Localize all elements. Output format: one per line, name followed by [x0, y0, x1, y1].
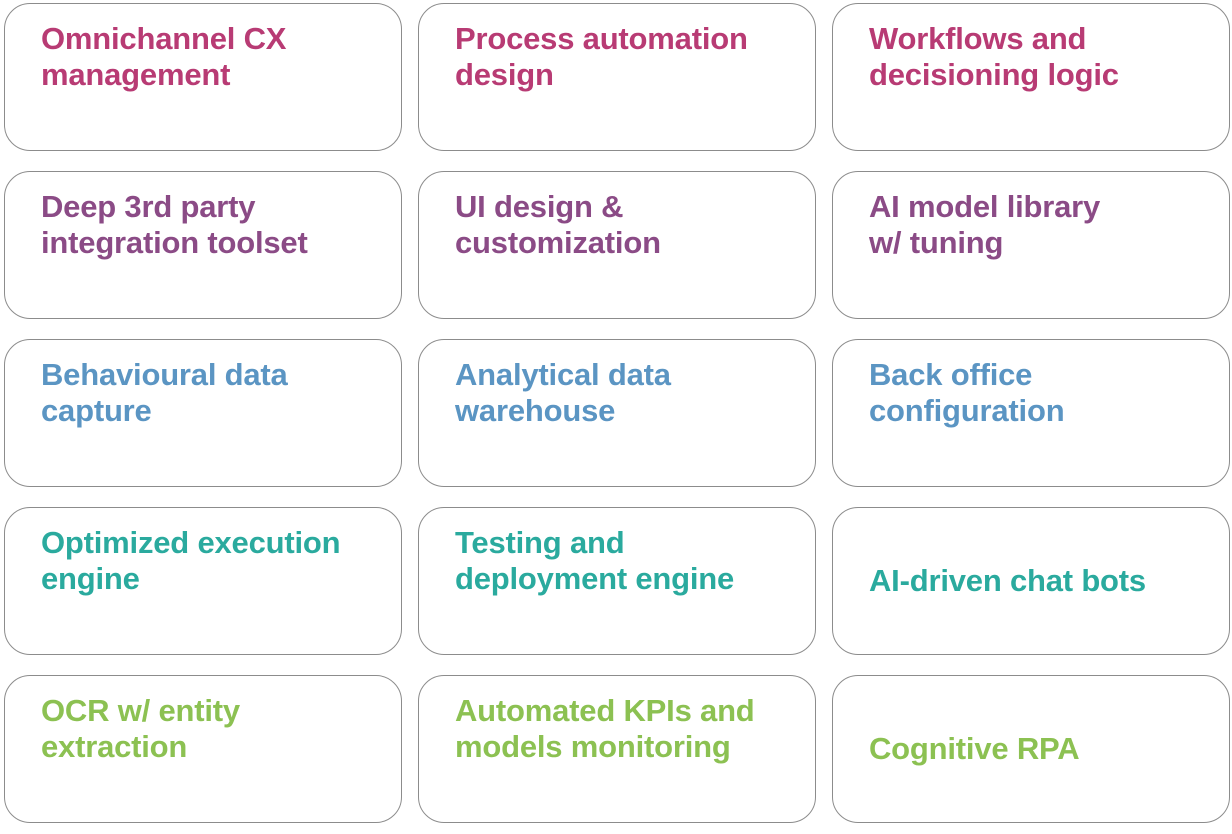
tile-omnichannel-cx-management: Omnichannel CX management	[4, 3, 402, 151]
tile-label: Deep 3rd party integration toolset	[41, 189, 308, 260]
tile-label: AI-driven chat bots	[869, 563, 1146, 598]
tile-back-office-configuration: Back office configuration	[832, 339, 1230, 487]
tile-ai-driven-chat-bots: AI-driven chat bots	[832, 507, 1230, 655]
tile-ui-design-customization: UI design & customization	[418, 171, 816, 319]
tile-workflows-decisioning-logic: Workflows and decisioning logic	[832, 3, 1230, 151]
tile-ocr-entity-extraction: OCR w/ entity extraction	[4, 675, 402, 823]
tile-label: Testing and deployment engine	[455, 525, 735, 596]
tile-label: Workflows and decisioning logic	[869, 21, 1119, 92]
tile-label: Process automation design	[455, 21, 748, 92]
tile-analytical-data-warehouse: Analytical data warehouse	[418, 339, 816, 487]
tile-label: Analytical data warehouse	[455, 357, 671, 428]
tile-label: Cognitive RPA	[869, 731, 1080, 766]
tile-ai-model-library: AI model library w/ tuning	[832, 171, 1230, 319]
tile-testing-deployment-engine: Testing and deployment engine	[418, 507, 816, 655]
tile-label: Optimized execution engine	[41, 525, 341, 596]
tile-behavioural-data-capture: Behavioural data capture	[4, 339, 402, 487]
tile-label: Back office configuration	[869, 357, 1065, 428]
tile-automated-kpis-monitoring: Automated KPIs and models monitoring	[418, 675, 816, 823]
tile-process-automation-design: Process automation design	[418, 3, 816, 151]
tile-3rd-party-integration-toolset: Deep 3rd party integration toolset	[4, 171, 402, 319]
tile-label: Automated KPIs and models monitoring	[455, 693, 755, 764]
tile-cognitive-rpa: Cognitive RPA	[832, 675, 1230, 823]
tile-label: Omnichannel CX management	[41, 21, 287, 92]
tile-optimized-execution-engine: Optimized execution engine	[4, 507, 402, 655]
tile-label: Behavioural data capture	[41, 357, 288, 428]
tile-label: UI design & customization	[455, 189, 661, 260]
capability-grid: Omnichannel CX management Process automa…	[4, 3, 1230, 823]
tile-label: AI model library w/ tuning	[869, 189, 1101, 260]
tile-label: OCR w/ entity extraction	[41, 693, 240, 764]
